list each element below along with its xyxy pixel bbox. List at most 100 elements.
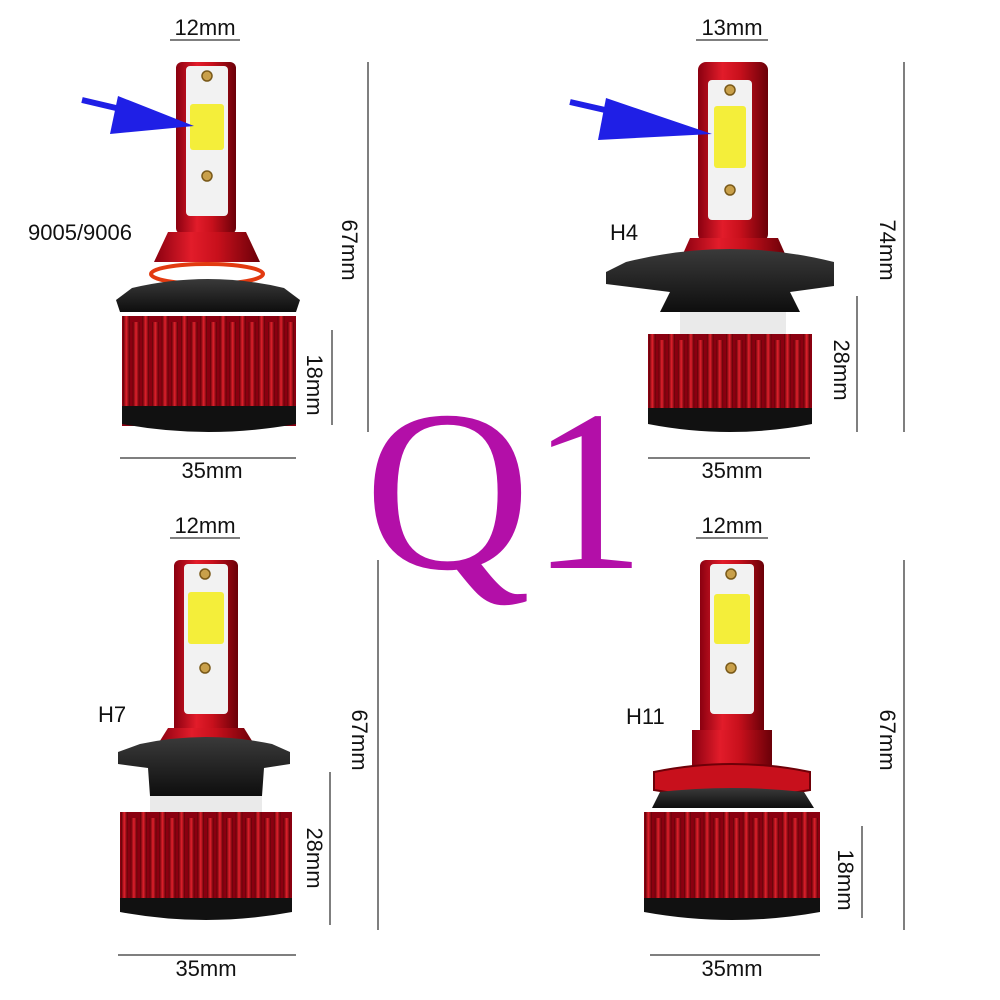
white-spacer	[680, 312, 786, 334]
heatsink-fin	[791, 818, 799, 902]
heatsink-fin	[264, 818, 271, 902]
heatsink-fin	[197, 812, 204, 902]
heatsink-fin	[149, 818, 157, 902]
heatsink-fin	[258, 316, 265, 416]
heatsink-fin	[703, 812, 711, 902]
heatsink-fin	[726, 334, 733, 414]
heatsink-fin	[200, 316, 207, 416]
heatsink-fin	[142, 316, 149, 416]
heatsink-height-label: 28mm	[302, 827, 327, 888]
base-width-label: 35mm	[701, 458, 762, 483]
led-chip	[714, 106, 746, 168]
heatsink-height-label: 18mm	[302, 354, 327, 415]
heatsink-fin	[713, 818, 721, 902]
heatsink-fin	[123, 316, 130, 416]
heatsink-fin	[168, 818, 176, 902]
heatsink-fin	[781, 812, 789, 902]
model-label: H11	[626, 704, 665, 729]
heatsink-height-label: 18mm	[833, 849, 858, 910]
heatsink-fin	[268, 322, 275, 416]
heatsink-fin	[273, 812, 281, 902]
base-width-label: 35mm	[701, 956, 762, 981]
heatsink-fin	[745, 334, 753, 414]
heatsink-fin	[706, 334, 714, 414]
bulb-neck	[692, 730, 772, 772]
heatsink-fin	[668, 334, 675, 414]
heatsink-fin	[226, 818, 233, 902]
heatsink-fin	[674, 818, 682, 902]
heatsink-fin	[654, 818, 662, 902]
top-width-label: 12mm	[174, 513, 235, 538]
heatsink-fin	[287, 322, 294, 416]
bulb-9005-9006: 12mm 9005/9006 67mm 18mm 35mm	[28, 15, 369, 483]
heatsink-fin	[181, 316, 188, 416]
heatsink	[644, 812, 820, 920]
heatsink-fin	[772, 818, 779, 902]
top-width-label: 13mm	[701, 15, 762, 40]
heatsink-fin	[190, 322, 198, 416]
heatsink-height-label: 28mm	[829, 339, 854, 400]
total-length-label: 67mm	[347, 709, 372, 770]
heatsink-fin	[210, 322, 217, 416]
board-screw	[725, 662, 737, 674]
heatsink-fin	[811, 818, 818, 902]
heatsink-fin	[245, 818, 252, 902]
heatsink-fin	[733, 818, 740, 902]
model-label: H7	[98, 702, 126, 727]
heatsink-fin	[130, 818, 138, 902]
heatsink-fin	[649, 334, 656, 414]
bulb-h4: 13mm H4 74mm 28mm 35mm	[569, 15, 905, 483]
heatsink-fin	[645, 812, 652, 902]
led-chip	[190, 104, 224, 150]
base-collar	[652, 788, 814, 808]
heatsink-fin	[178, 812, 185, 902]
model-label: H4	[610, 220, 638, 245]
heatsink-fin	[248, 322, 256, 416]
total-length-label: 67mm	[875, 709, 900, 770]
heatsink-fin	[219, 316, 227, 416]
top-width-label: 12mm	[174, 15, 235, 40]
model-label: 9005/9006	[28, 220, 132, 245]
board-screw	[201, 70, 213, 82]
board-screw	[199, 568, 211, 580]
heatsink-fin	[664, 812, 672, 902]
heatsink-fin	[235, 812, 243, 902]
heatsink-fin	[239, 316, 246, 416]
total-length-label: 67mm	[337, 219, 362, 280]
base-collar	[606, 249, 834, 312]
heatsink-fin	[684, 812, 691, 902]
heatsink-fin	[283, 818, 290, 902]
heatsink-fin	[687, 334, 695, 414]
blue-arrow-icon	[81, 96, 194, 134]
heatsink-fin	[254, 812, 262, 902]
heatsink-fin	[216, 812, 224, 902]
heatsink-fin	[697, 340, 704, 414]
heatsink-fin	[161, 316, 169, 416]
heatsink	[648, 334, 812, 432]
board-screw	[725, 568, 737, 580]
heatsink-fin	[774, 340, 781, 414]
base-width-label: 35mm	[175, 956, 236, 981]
heatsink-fin	[207, 818, 214, 902]
heatsink-fin	[716, 340, 724, 414]
led-chip	[188, 592, 224, 644]
heatsink-fin	[132, 322, 140, 416]
board-screw	[724, 184, 736, 196]
heatsink-fin	[121, 812, 128, 902]
board-screw	[201, 170, 213, 182]
heatsink-fin	[171, 322, 178, 416]
heatsink-fin	[803, 334, 810, 414]
heatsink-fin	[140, 812, 147, 902]
white-spacer	[150, 796, 262, 812]
heatsink-fin	[693, 818, 701, 902]
heatsink-fin	[658, 340, 666, 414]
heatsink-fin	[764, 334, 772, 414]
heatsink-fin	[152, 322, 159, 416]
board-screw	[199, 662, 211, 674]
heatsink-fin	[801, 812, 809, 902]
headline-q1: Q1	[364, 363, 645, 618]
base-collar	[116, 279, 300, 312]
heatsink-fin	[752, 818, 760, 902]
top-width-label: 12mm	[701, 513, 762, 538]
